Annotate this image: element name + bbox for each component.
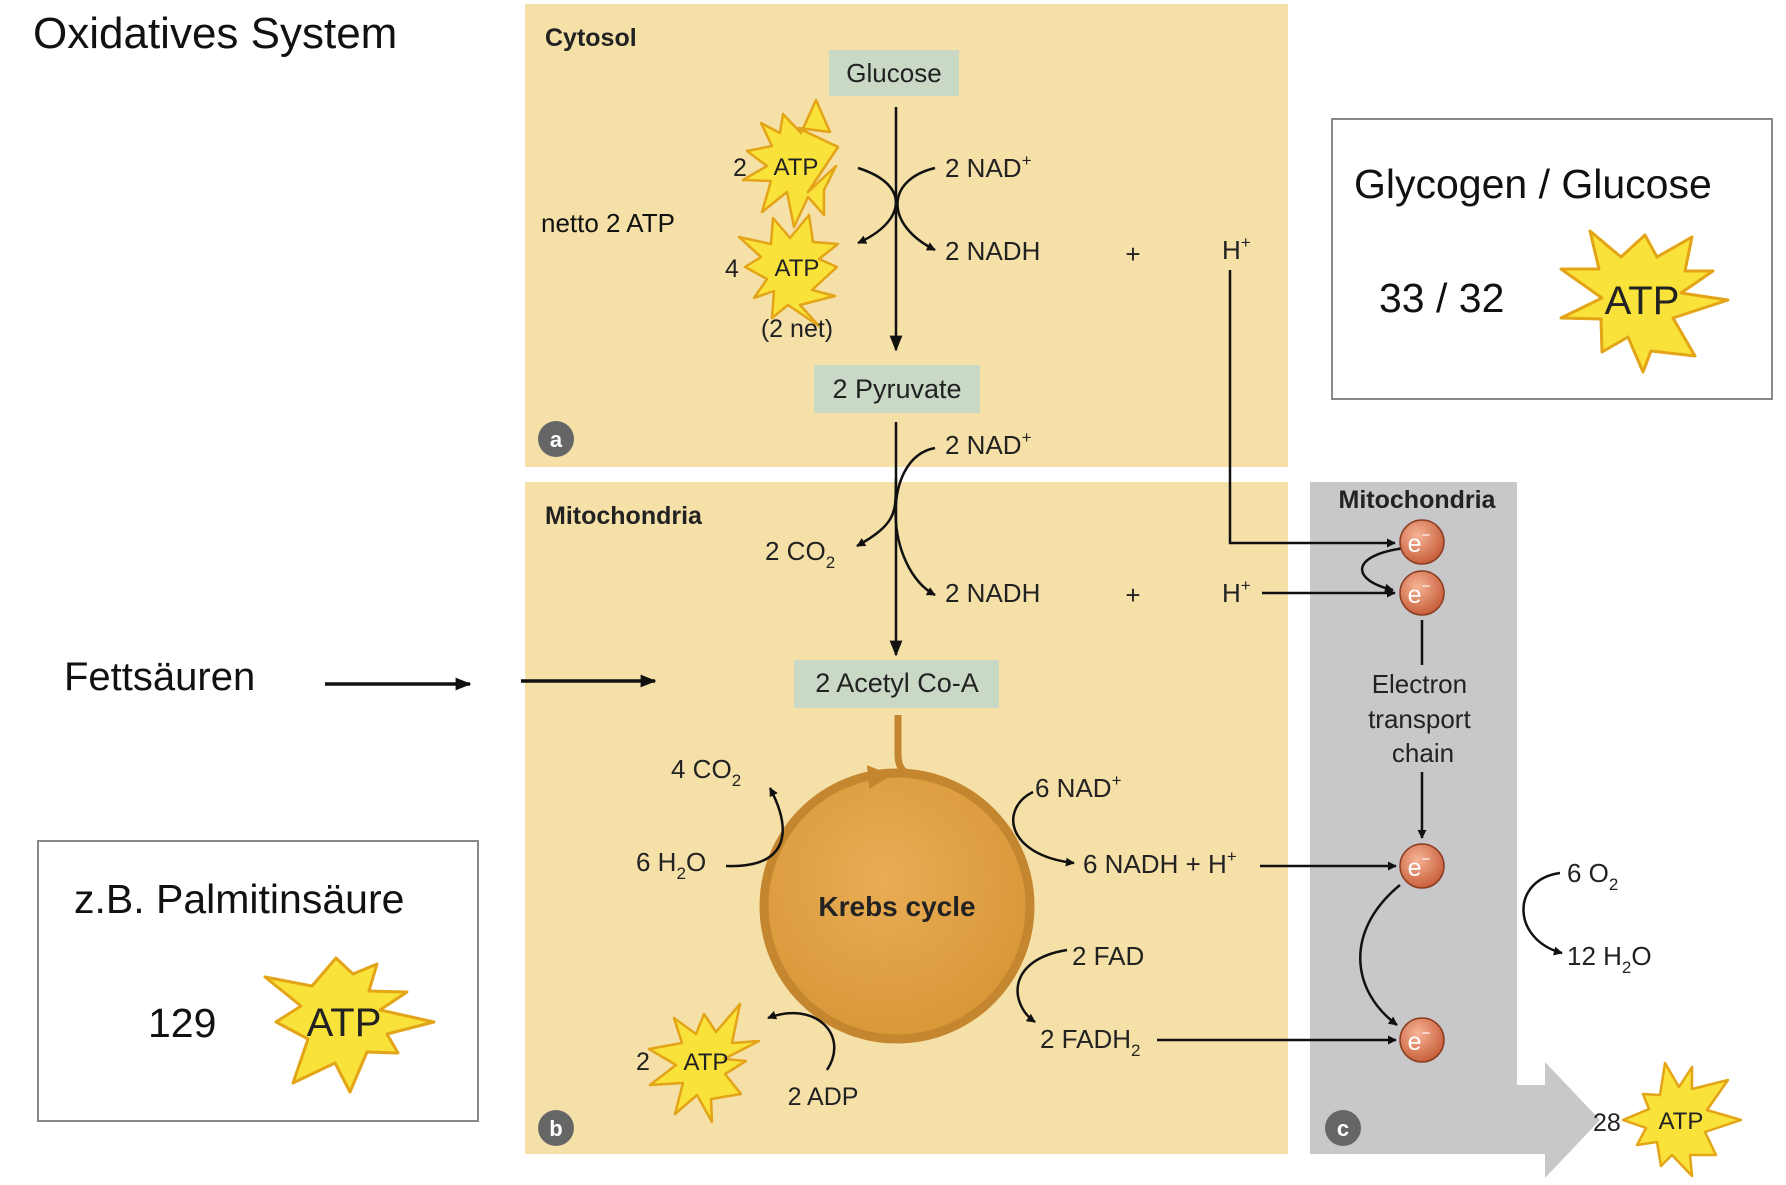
nadh2-label: 2 NADH [945, 578, 1040, 608]
svg-text:ATP: ATP [307, 1001, 382, 1045]
palmitin-summary-title: z.B. Palmitinsäure [74, 876, 404, 922]
etc-label: Electron transport chain [1368, 669, 1478, 768]
h2o-co2-arrow [725, 787, 784, 868]
atp-28-count: 28 [1593, 1109, 1621, 1137]
electron-flow-arrow [1359, 884, 1401, 1027]
cytosol-label: Cytosol [545, 24, 637, 52]
electron-transfer-arrow [1361, 546, 1406, 593]
atp-burst-icon: ATP [263, 956, 436, 1094]
atp-burst-icon: ATP [737, 213, 840, 328]
o2-label: 6 O2 [1567, 858, 1618, 894]
h2o-12-label: 12 H2O [1567, 941, 1652, 977]
adp-atp-arrow [767, 1010, 836, 1071]
svg-text:ATP: ATP [1659, 1108, 1704, 1135]
krebs-cycle-label: Krebs cycle [818, 891, 975, 922]
glucose-box [829, 50, 959, 96]
krebs-cycle-circle [759, 768, 1035, 1044]
glycogen-summary-title: Glycogen / Glucose [1354, 161, 1712, 207]
glucose-label: Glucose [846, 58, 941, 88]
h-plus-label: H+ [1222, 576, 1251, 608]
adp-label: 2 ADP [788, 1083, 859, 1111]
h-plus-label: H+ [1222, 233, 1251, 265]
panel-c-badge: c [1325, 1110, 1361, 1146]
krebs-direction-arrow [820, 765, 892, 800]
acetyl-coa-label: 2 Acetyl Co-A [815, 668, 979, 698]
svg-text:e−: e− [1408, 527, 1431, 558]
nad6-label: 6 NAD+ [1035, 771, 1122, 803]
panel-b-badge: b [538, 1110, 574, 1146]
svg-text:e−: e− [1408, 578, 1431, 609]
panel-a-badge: a [538, 421, 574, 457]
nad2-label: 2 NAD+ [945, 428, 1032, 460]
electron-icon: e− [1399, 843, 1445, 889]
net-annotation: (2 net) [761, 315, 833, 343]
svg-text:ATP: ATP [684, 1049, 729, 1076]
co2-release-arrow [856, 477, 898, 548]
netto-label: netto 2 ATP [541, 208, 675, 238]
atp-investment-arrow [857, 166, 898, 245]
electron-icon: e− [1399, 519, 1445, 565]
electron-icon: e− [1399, 1017, 1445, 1063]
atp-burst-icon: ATP [1621, 1061, 1743, 1178]
h2o-6-label: 6 H2O [636, 847, 706, 883]
h-plus-transfer-arrow [1228, 270, 1396, 548]
atp-in-count: 2 [733, 154, 747, 182]
atp-burst-icon: ATP [647, 1002, 761, 1124]
atp-count: 2 [636, 1048, 650, 1076]
svg-text:a: a [550, 427, 563, 452]
nad-reduction-arrow [896, 166, 936, 252]
plus-sign: + [1125, 580, 1140, 610]
etc-mitochondria-label: Mitochondria [1339, 486, 1497, 514]
svg-text:b: b [549, 1116, 562, 1141]
svg-text:e−: e− [1408, 851, 1431, 882]
palmitin-summary-box [37, 840, 479, 1122]
nadh6-label: 6 NADH + H+ [1083, 847, 1237, 879]
glycogen-summary-box [1331, 118, 1773, 400]
etc-panel [1310, 482, 1600, 1178]
svg-text:c: c [1337, 1116, 1349, 1141]
palmitin-summary-value: 129 [148, 1000, 216, 1046]
slide-title: Oxidatives System [33, 9, 397, 58]
svg-text:ATP: ATP [774, 154, 819, 181]
atp-out-count: 4 [725, 255, 739, 283]
nad-label: 2 NAD+ [945, 151, 1032, 183]
oxygen-reduction-arrow [1522, 871, 1563, 956]
pyruvate-label: 2 Pyruvate [832, 374, 961, 404]
co2-label: 2 CO2 [765, 536, 835, 572]
fad-reduction-arrow [1016, 948, 1068, 1024]
plus-sign: + [1125, 239, 1140, 269]
nad6-reduction-arrow [1012, 790, 1075, 867]
nad2-reduction-arrow [894, 446, 936, 597]
svg-text:e−: e− [1408, 1025, 1431, 1056]
fad-label: 2 FAD [1072, 941, 1144, 971]
svg-text:ATP: ATP [775, 255, 820, 282]
glycogen-summary-value: 33 / 32 [1379, 275, 1504, 321]
pyruvate-box [814, 365, 980, 413]
svg-text:ATP: ATP [1605, 279, 1680, 323]
atp-burst-icon: ATP [1559, 229, 1730, 374]
fatty-acids-label: Fettsäuren [64, 655, 255, 699]
acetyl-coa-box [794, 660, 999, 708]
co2-4-label: 4 CO2 [671, 754, 741, 790]
mitochondria-label: Mitochondria [545, 502, 703, 530]
electron-icon: e− [1399, 570, 1445, 616]
nadh-label: 2 NADH [945, 236, 1040, 266]
atp-burst-icon: ATP [741, 98, 840, 229]
fadh2-label: 2 FADH2 [1040, 1024, 1141, 1060]
